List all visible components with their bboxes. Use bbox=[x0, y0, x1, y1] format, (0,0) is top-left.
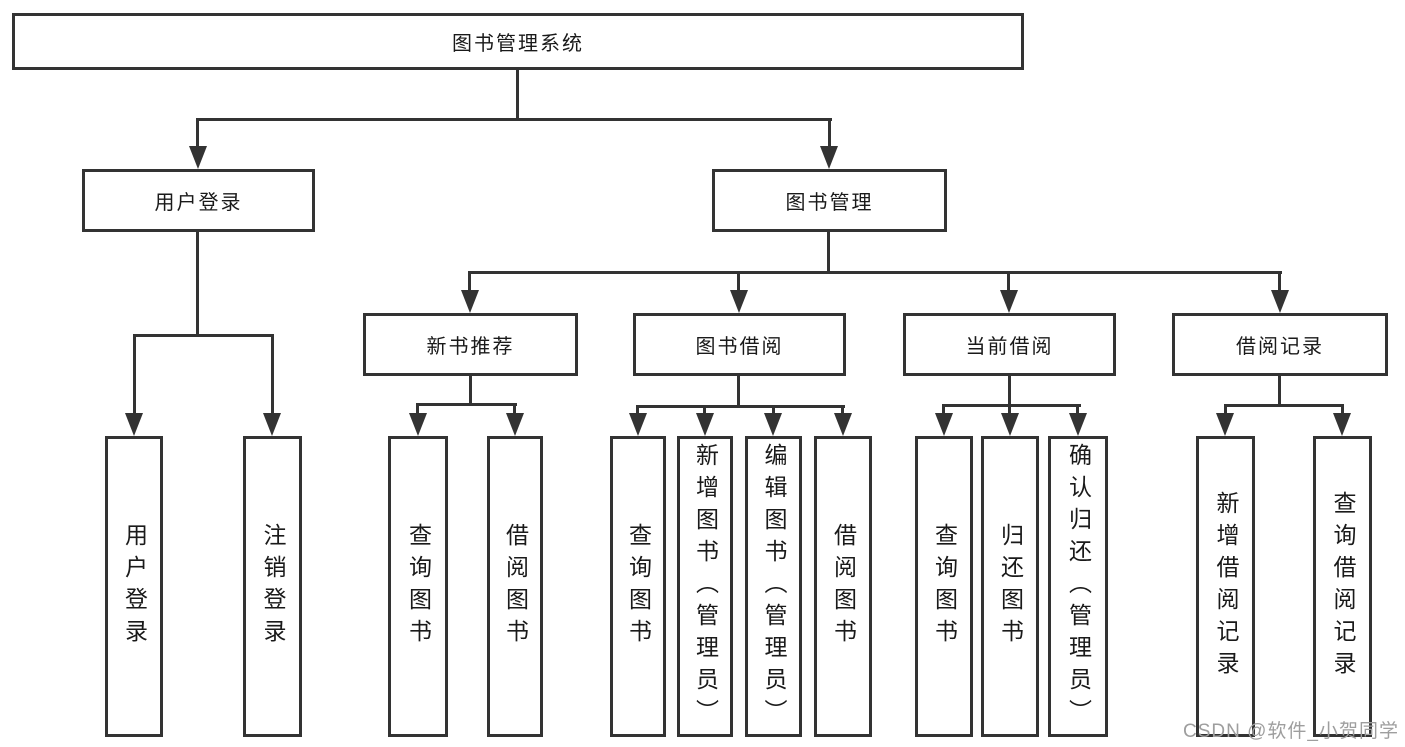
connector-line bbox=[271, 336, 274, 416]
arrow-down-icon bbox=[461, 290, 479, 313]
arrow-down-icon bbox=[730, 290, 748, 313]
arrow-down-icon bbox=[125, 413, 143, 436]
leaf-label: 编辑图书（管理员） bbox=[761, 442, 787, 731]
node-current-borrow-label: 当前借阅 bbox=[965, 336, 1054, 358]
connector-line bbox=[468, 271, 1282, 274]
arrow-down-icon bbox=[629, 413, 647, 436]
connector-line bbox=[737, 273, 740, 291]
node-book-borrow: 图书借阅 bbox=[633, 313, 846, 376]
connector-line bbox=[133, 334, 274, 337]
arrow-down-icon bbox=[696, 413, 714, 436]
connector-line bbox=[737, 376, 740, 408]
arrow-down-icon bbox=[409, 413, 427, 436]
connector-line bbox=[1278, 376, 1281, 407]
leaf-label: 新增图书（管理员） bbox=[692, 442, 719, 731]
leaf-borrow-edit-books-admin: 编辑图书（管理员） bbox=[745, 436, 802, 737]
node-user-login-label: 用户登录 bbox=[154, 192, 243, 214]
leaf-label: 查询图书 bbox=[931, 522, 958, 651]
arrow-down-icon bbox=[820, 146, 838, 169]
arrow-down-icon bbox=[263, 413, 281, 436]
leaf-borrow-add-books-admin: 新增图书（管理员） bbox=[677, 436, 733, 737]
csdn-watermark: CSDN @软件_小贺同学 bbox=[1183, 721, 1399, 742]
connector-line bbox=[1278, 273, 1281, 291]
leaf-record-add-record: 新增借阅记录 bbox=[1196, 436, 1255, 737]
leaf-newbook-borrow-books: 借阅图书 bbox=[487, 436, 543, 737]
arrow-down-icon bbox=[1000, 290, 1018, 313]
leaf-label: 借阅图书 bbox=[830, 522, 857, 651]
leaf-record-query-record: 查询借阅记录 bbox=[1313, 436, 1372, 737]
leaf-label: 新增借阅记录 bbox=[1213, 490, 1239, 683]
leaf-current-confirm-return-admin: 确认归还（管理员） bbox=[1048, 436, 1108, 737]
connector-line bbox=[196, 118, 832, 121]
leaf-current-query-books: 查询图书 bbox=[915, 436, 973, 737]
connector-line bbox=[1008, 406, 1011, 416]
node-root-label: 图书管理系统 bbox=[452, 33, 584, 55]
connector-line bbox=[469, 376, 472, 406]
leaf-user-login: 用户登录 bbox=[105, 436, 163, 737]
node-current-borrow: 当前借阅 bbox=[903, 313, 1116, 376]
connector-line bbox=[1341, 406, 1344, 416]
connector-line bbox=[841, 407, 844, 416]
connector-line bbox=[1007, 273, 1010, 291]
arrow-down-icon bbox=[189, 146, 207, 169]
connector-line bbox=[828, 120, 831, 148]
leaf-label: 确认归还（管理员） bbox=[1065, 442, 1092, 731]
arrow-down-icon bbox=[1069, 413, 1087, 436]
node-user-login: 用户登录 bbox=[82, 169, 315, 232]
connector-line bbox=[942, 404, 1081, 407]
arrow-down-icon bbox=[1001, 413, 1019, 436]
connector-line bbox=[1224, 406, 1227, 416]
connector-line bbox=[196, 120, 199, 148]
leaf-label: 查询图书 bbox=[625, 522, 652, 651]
leaf-label: 查询图书 bbox=[405, 522, 432, 651]
arrow-down-icon bbox=[935, 413, 953, 436]
leaf-borrow-borrow-books: 借阅图书 bbox=[814, 436, 872, 737]
connector-line bbox=[1008, 376, 1011, 407]
connector-line bbox=[942, 406, 945, 416]
arrow-down-icon bbox=[834, 413, 852, 436]
node-borrow-record: 借阅记录 bbox=[1172, 313, 1388, 376]
connector-line bbox=[513, 405, 516, 416]
connector-line bbox=[703, 407, 706, 416]
leaf-label: 查询借阅记录 bbox=[1330, 490, 1356, 683]
leaf-current-return-books: 归还图书 bbox=[981, 436, 1039, 737]
connector-line bbox=[1076, 406, 1079, 416]
node-book-mgmt-label: 图书管理 bbox=[785, 192, 874, 214]
connector-line bbox=[416, 405, 419, 416]
connector-line bbox=[516, 70, 519, 120]
node-book-mgmt: 图书管理 bbox=[712, 169, 947, 232]
arrow-down-icon bbox=[1271, 290, 1289, 313]
connector-line bbox=[772, 407, 775, 416]
arrow-down-icon bbox=[764, 413, 782, 436]
connector-line bbox=[636, 407, 639, 416]
leaf-label: 用户登录 bbox=[121, 522, 148, 651]
connector-line bbox=[636, 405, 845, 408]
connector-line bbox=[468, 273, 471, 291]
node-new-book-label: 新书推荐 bbox=[426, 336, 515, 358]
node-book-borrow-label: 图书借阅 bbox=[695, 336, 784, 358]
connector-line bbox=[827, 232, 830, 273]
leaf-logout: 注销登录 bbox=[243, 436, 302, 737]
connector-line bbox=[1224, 404, 1344, 407]
leaf-newbook-query-books: 查询图书 bbox=[388, 436, 448, 737]
leaf-label: 注销登录 bbox=[260, 522, 286, 651]
connector-line bbox=[133, 336, 136, 416]
leaf-borrow-query-books: 查询图书 bbox=[610, 436, 666, 737]
node-borrow-record-label: 借阅记录 bbox=[1236, 336, 1324, 358]
leaf-label: 归还图书 bbox=[997, 522, 1024, 651]
node-root: 图书管理系统 bbox=[12, 13, 1024, 70]
node-new-book: 新书推荐 bbox=[363, 313, 578, 376]
arrow-down-icon bbox=[1216, 413, 1234, 436]
arrow-down-icon bbox=[506, 413, 524, 436]
arrow-down-icon bbox=[1333, 413, 1351, 436]
connector-line bbox=[416, 403, 517, 406]
connector-line bbox=[196, 232, 199, 337]
leaf-label: 借阅图书 bbox=[502, 522, 529, 651]
